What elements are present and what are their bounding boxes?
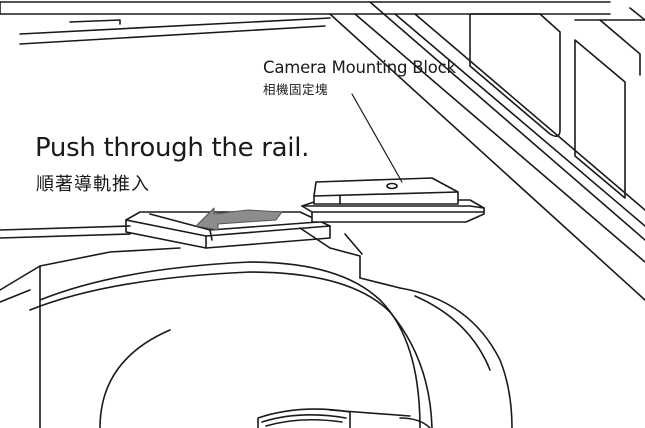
push-arrow-icon <box>195 207 283 231</box>
rail-frame <box>0 1 645 301</box>
leader-line <box>351 93 403 183</box>
instruction-text: Push through the rail. <box>35 133 310 163</box>
part-name-label: Camera Mounting Block <box>263 58 456 77</box>
motor-housing <box>29 261 513 428</box>
rail-slot <box>125 211 331 249</box>
part-name-label-zh: 相機固定塊 <box>263 82 329 97</box>
instruction-text-zh: 順著導軌推入 <box>36 174 150 195</box>
bracket-body <box>0 225 401 428</box>
camera-mounting-block <box>301 177 485 223</box>
